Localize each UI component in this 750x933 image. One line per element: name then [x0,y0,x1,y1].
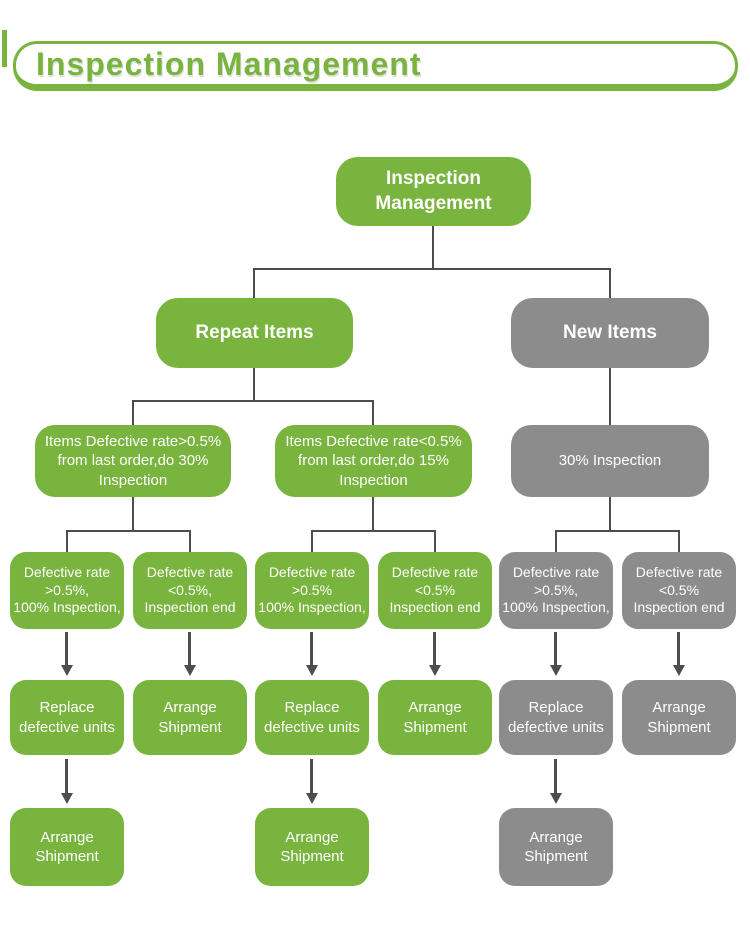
node-replace-units-branch3: Replace defective units [499,680,613,755]
node-replace-units-branch2: Replace defective units [255,680,369,755]
connector-line [311,530,436,532]
node-final-shipment-branch1: Arrange Shipment [10,808,124,886]
node-inspection-management: Inspection Management [336,157,531,226]
connector-line [311,530,313,553]
connector-line [609,268,611,298]
node-replace-units-branch1: Replace defective units [10,680,124,755]
connector-line [189,530,191,553]
arrow-down-icon [549,632,562,676]
node-final-shipment-branch2: Arrange Shipment [255,808,369,886]
node-repeat-low-defect-rate: Items Defective rate<0.5% from last orde… [275,425,472,497]
node-branch1-low-rate: Defective rate <0.5%, Inspection end [133,552,247,629]
node-arrange-shipment-branch3: Arrange Shipment [622,680,736,755]
header: Inspection Management [13,41,738,91]
connector-line [66,530,68,553]
node-new-items: New Items [511,298,709,368]
node-repeat-high-defect-rate: Items Defective rate>0.5% from last orde… [35,425,231,497]
arrow-down-icon [549,759,562,804]
connector-line [609,497,611,531]
connector-line [253,268,255,298]
node-branch2-high-rate: Defective rate >0.5% 100% Inspection, [255,552,369,629]
connector-line [132,400,374,402]
connector-line [66,530,191,532]
node-arrange-shipment-branch2: Arrange Shipment [378,680,492,755]
connector-line [253,368,255,401]
header-accent-bar [2,30,7,67]
node-branch3-high-rate: Defective rate >0.5%, 100% Inspection, [499,552,613,629]
arrow-down-icon [60,759,73,804]
connector-line [609,368,611,426]
connector-line [678,530,680,553]
connector-line [253,268,611,270]
connector-line [372,497,374,531]
node-branch1-high-rate: Defective rate >0.5%, 100% Inspection, [10,552,124,629]
arrow-down-icon [60,632,73,676]
node-branch3-low-rate: Defective rate <0.5% Inspection end [622,552,736,629]
arrow-down-icon [428,632,441,676]
arrow-down-icon [183,632,196,676]
connector-line [555,530,680,532]
connector-line [434,530,436,553]
node-final-shipment-branch3: Arrange Shipment [499,808,613,886]
node-arrange-shipment-branch1: Arrange Shipment [133,680,247,755]
connector-line [372,400,374,426]
connector-line [132,497,134,531]
page-title: Inspection Management [36,45,422,82]
arrow-down-icon [305,632,318,676]
connector-line [555,530,557,553]
connector-line [132,400,134,426]
connector-line [432,226,434,269]
arrow-down-icon [305,759,318,804]
node-repeat-items: Repeat Items [156,298,353,368]
node-new-30-inspection: 30% Inspection [511,425,709,497]
arrow-down-icon [672,632,685,676]
node-branch2-low-rate: Defective rate <0.5% Inspection end [378,552,492,629]
